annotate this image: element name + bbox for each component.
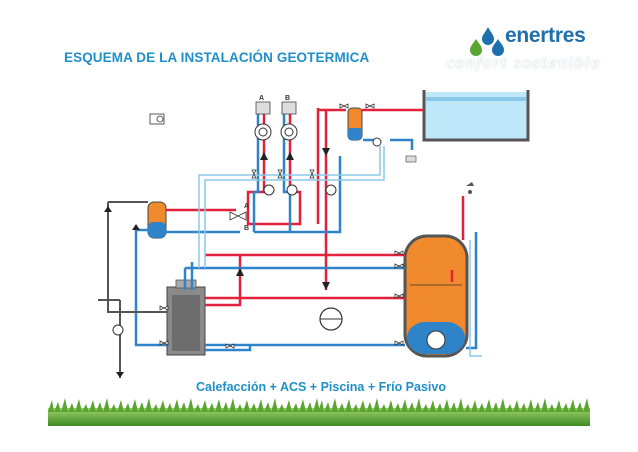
shower-icon [466,182,474,194]
valve-port-b: B [244,225,249,232]
shutoff-valves [159,103,404,349]
diagram-caption: Calefacción + ACS + Piscina + Frío Pasiv… [196,380,446,394]
thermostat-icon [149,113,165,125]
pool-heat-exchanger [347,107,363,141]
cooling-pipes [198,146,482,357]
geothermal-heat-pump [166,279,206,356]
dhw-storage-tank [403,234,469,358]
drops-logo-icon [470,27,504,56]
three-way-valve: A B [229,203,249,232]
brand-tagline: confort sostenible [446,54,601,72]
brand-name: enertres [505,24,586,47]
valve-port-a: A [244,203,249,210]
pump-a-label: A [259,95,264,102]
flow-arrows [104,148,330,378]
aux-pumps [112,137,382,336]
circulator-pump-b: B [280,95,298,141]
brand-logo [468,25,586,75]
circulator-pump-a: A [254,95,272,141]
grass-strip [48,398,590,426]
page-title: ESQUEMA DE LA INSTALACIÓN GEOTERMICA [64,50,370,65]
expansion-vessel [319,307,343,331]
ground-loop-pipes [98,201,167,378]
swimming-pool [422,90,530,142]
buffer-tank [147,201,167,239]
pump-b-label: B [285,95,290,102]
pool-pump-icon [405,155,417,163]
